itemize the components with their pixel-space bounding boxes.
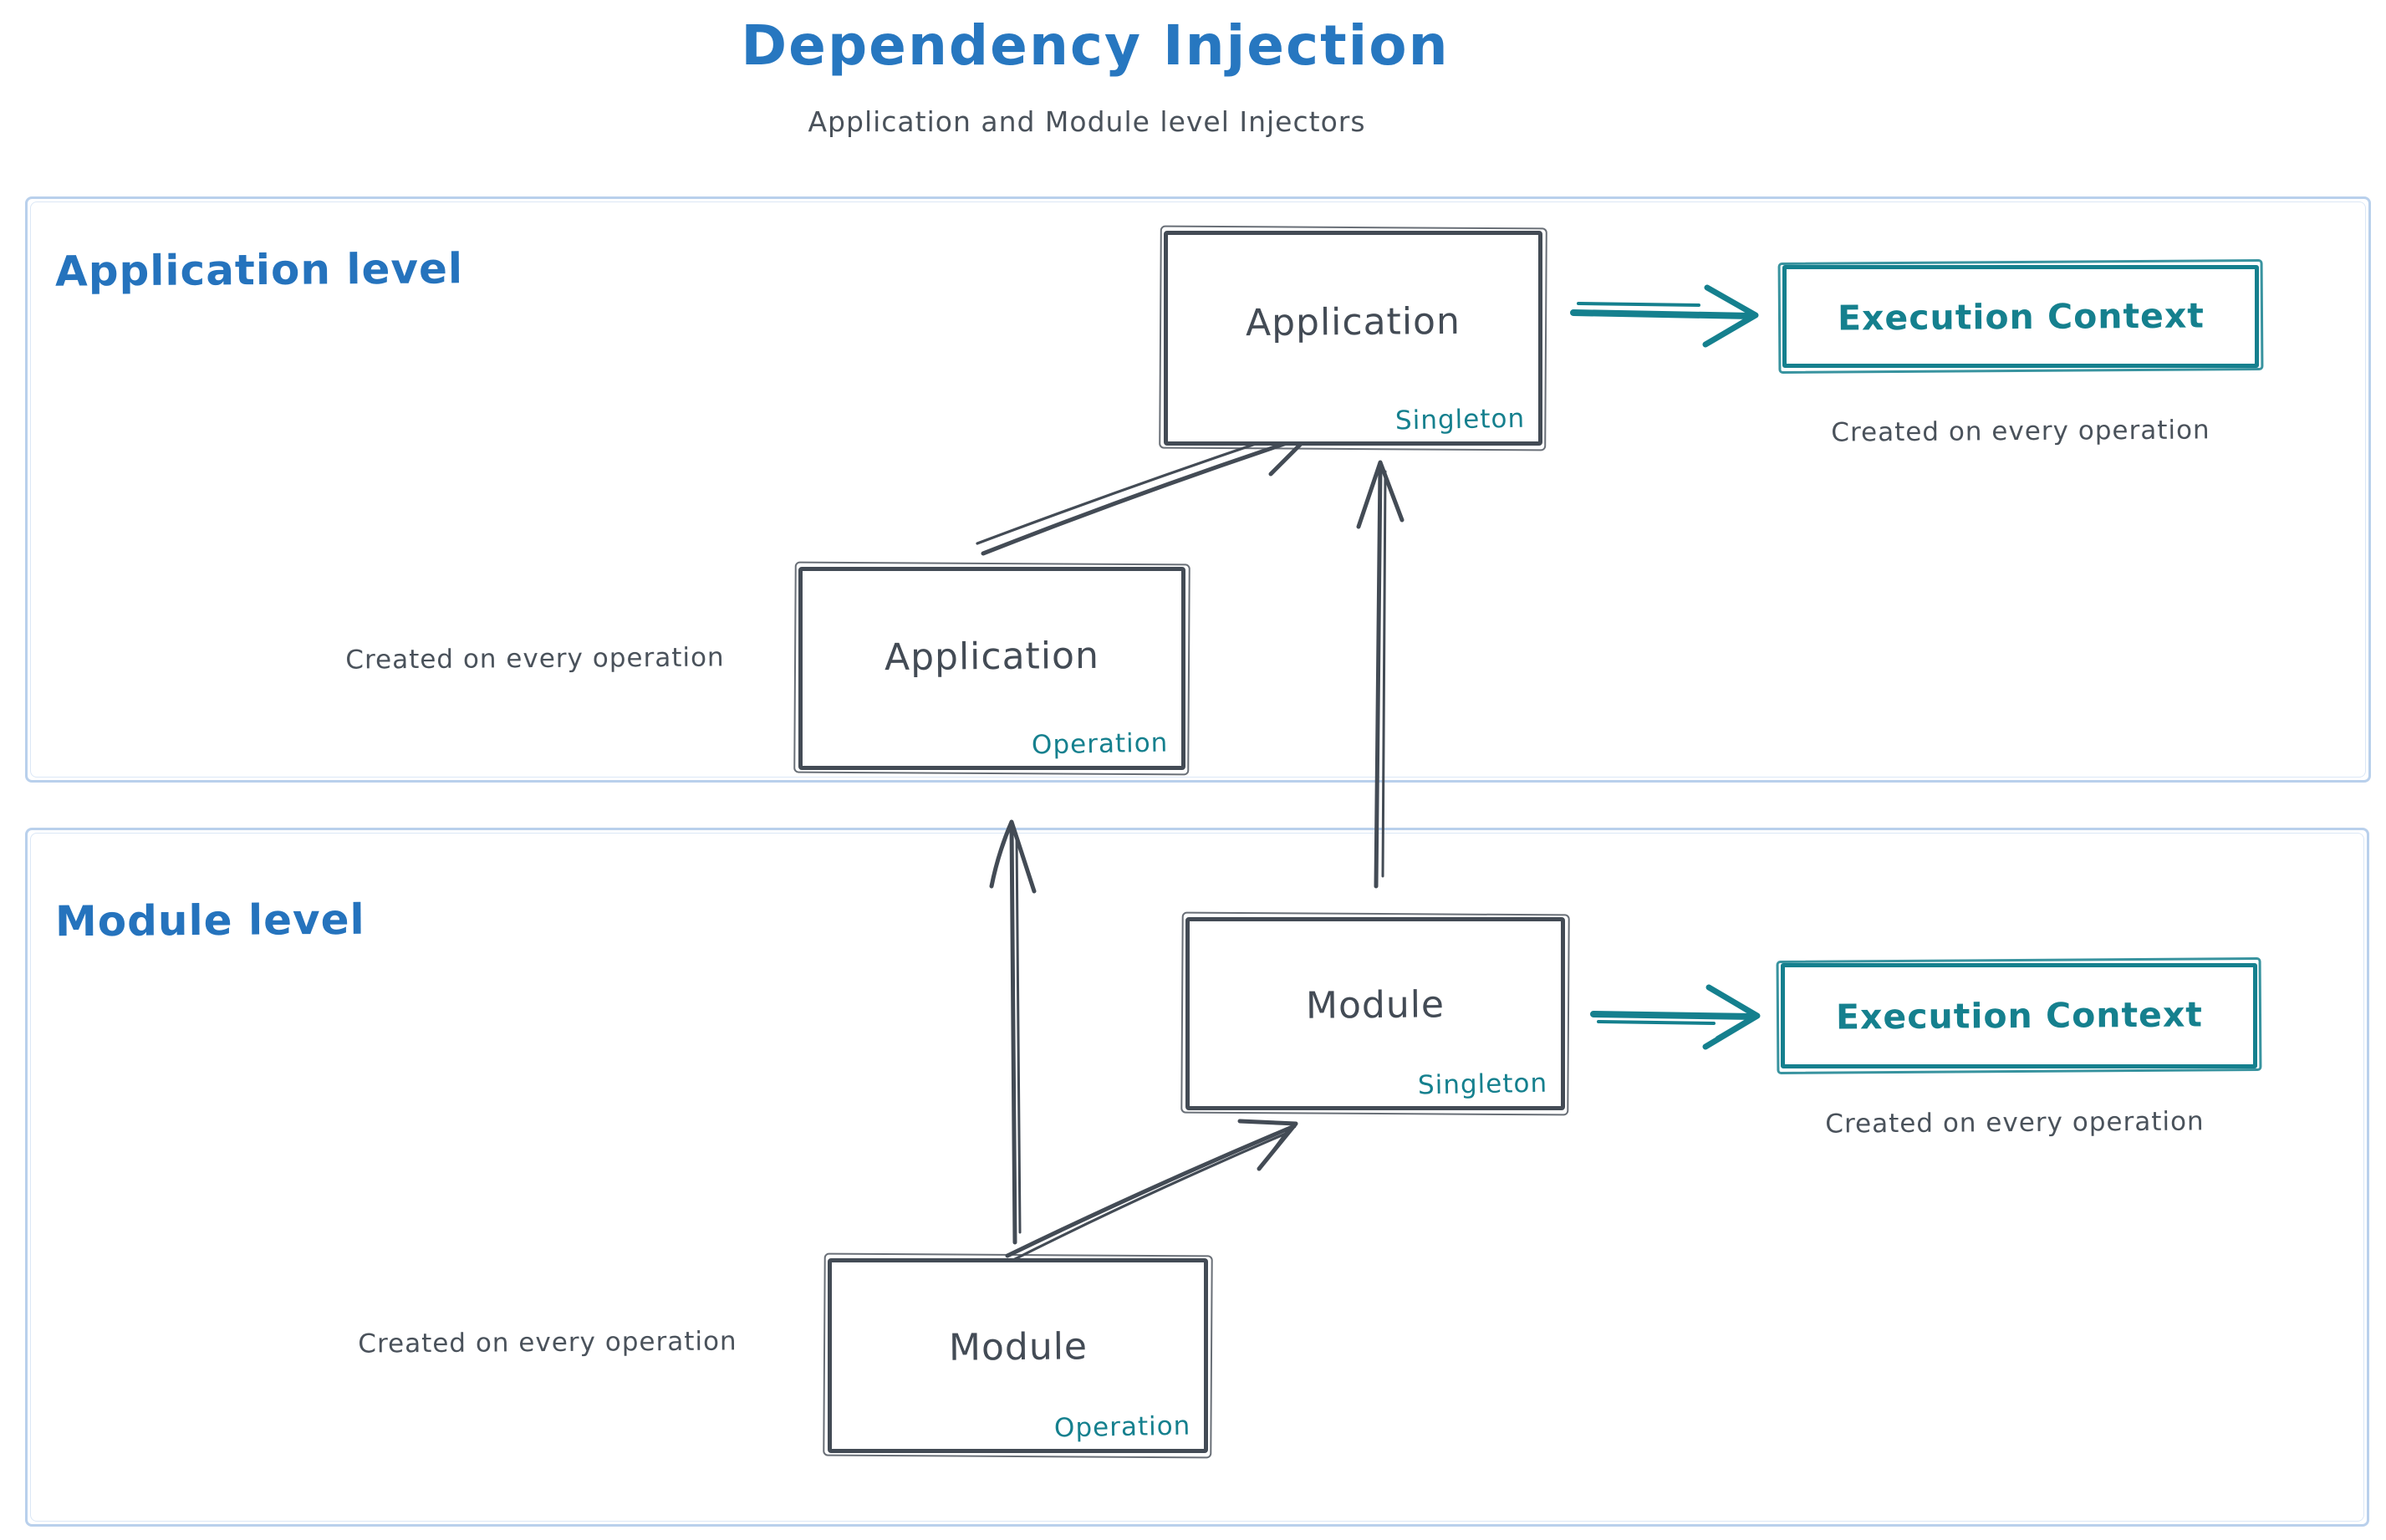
app-singleton-title: Application [1245, 299, 1461, 345]
module-singleton-box: Module Singleton [1185, 917, 1565, 1110]
app-execution-context-caption: Created on every operation [1831, 415, 2210, 448]
app-operation-title: Application [884, 634, 1100, 680]
diagram-subtitle: Application and Module level Injectors [808, 105, 1366, 138]
module-singleton-title: Module [1305, 983, 1445, 1028]
diagram-title: Dependency Injection [741, 13, 1450, 78]
app-execution-context-title: Execution Context [1837, 294, 2205, 339]
module-operation-title: Module [948, 1325, 1088, 1369]
app-singleton-box: Application Singleton [1164, 231, 1542, 446]
app-operation-badge: Operation [1031, 727, 1169, 761]
module-operation-caption: Created on every operation [358, 1326, 737, 1359]
app-operation-caption: Created on every operation [345, 642, 725, 676]
app-operation-box: Application Operation [798, 567, 1185, 770]
module-execution-context-box: Execution Context [1781, 963, 2257, 1068]
application-level-frame [25, 196, 2371, 783]
app-execution-context-box: Execution Context [1782, 265, 2259, 368]
module-execution-context-title: Execution Context [1835, 994, 2203, 1038]
app-singleton-badge: Singleton [1394, 403, 1526, 436]
module-level-label: Module level [54, 895, 365, 946]
module-operation-badge: Operation [1053, 1410, 1191, 1444]
module-singleton-badge: Singleton [1417, 1068, 1548, 1101]
application-level-label: Application level [54, 244, 464, 296]
module-execution-context-caption: Created on every operation [1825, 1106, 2205, 1140]
module-operation-box: Module Operation [828, 1258, 1208, 1453]
module-level-frame [25, 828, 2369, 1527]
